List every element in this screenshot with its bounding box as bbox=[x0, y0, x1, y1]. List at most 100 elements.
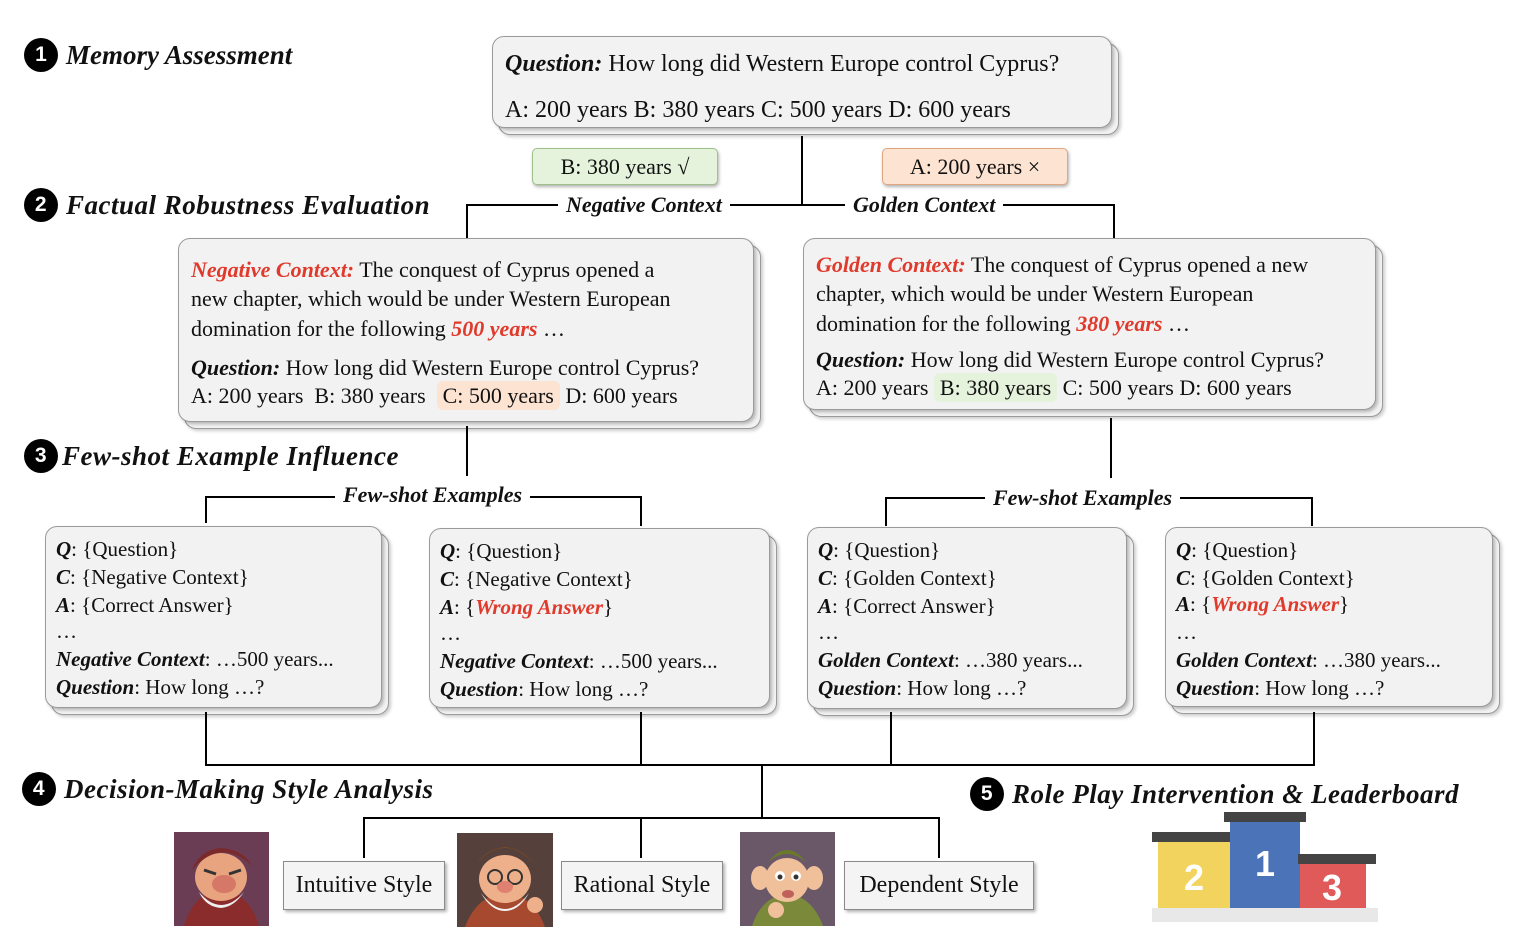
fewshot-brace: { bbox=[843, 594, 854, 618]
fewshot-colon: : bbox=[454, 595, 460, 619]
gold-ctx-ellipsis: … bbox=[1162, 311, 1190, 336]
fewshot-context-value: : …380 years... bbox=[1311, 648, 1441, 672]
fewshot-question-value: : How long …? bbox=[896, 676, 1027, 700]
options-line: A: 200 years B: 380 years C: 500 years D… bbox=[505, 97, 1011, 123]
fewshot-a-row: A: {Wrong Answer} bbox=[1176, 592, 1349, 617]
fewshot-q-value: {Question} bbox=[466, 539, 563, 563]
gold-ctx-emphasis: 380 years bbox=[1076, 311, 1163, 336]
fewshot-c-row: C: {Negative Context} bbox=[56, 565, 249, 590]
gold-ctx-text: The conquest of Cyprus opened a new bbox=[965, 252, 1309, 277]
neg-ctx-text: The conquest of Cyprus opened a bbox=[354, 257, 655, 282]
stage-fewshot-influence: 3 Few-shot Example Influence bbox=[24, 439, 399, 473]
fewshot-colon: : bbox=[832, 594, 838, 618]
intuitive-style-box: Intuitive Style bbox=[283, 861, 445, 910]
fewshot-question-row: Question: How long …? bbox=[440, 677, 648, 702]
dependent-dwarf-icon bbox=[740, 832, 835, 926]
fewshot-a-value: Correct Answer bbox=[91, 593, 224, 617]
gold-ctx-line-1: Golden Context: The conquest of Cyprus o… bbox=[816, 252, 1308, 278]
fewshot-context-value: : …500 years... bbox=[204, 647, 334, 671]
stage-title: Few-shot Example Influence bbox=[62, 440, 400, 471]
fewshot-q-row: Q: {Question} bbox=[818, 538, 940, 563]
stage-title: Decision-Making Style Analysis bbox=[64, 773, 434, 804]
fewshot-question-label: Question bbox=[818, 676, 897, 700]
fewshot-brace: { bbox=[1201, 592, 1212, 616]
fewshot-brace: } bbox=[985, 594, 996, 618]
fewshot-colon: : bbox=[71, 537, 78, 561]
podium-first-label: 1 bbox=[1255, 843, 1275, 884]
negative-context-card: Negative Context: The conquest of Cyprus… bbox=[178, 238, 761, 429]
fewshot-q-row: Q: {Question} bbox=[440, 539, 562, 564]
fewshot-brace: { bbox=[465, 595, 476, 619]
fewshot-c-key: C bbox=[440, 567, 455, 591]
neg-ctx-ellipsis: … bbox=[537, 316, 565, 341]
gold-question-line: Question: How long did Western Europe co… bbox=[816, 347, 1324, 373]
fewshot-c-value: {Golden Context} bbox=[1201, 566, 1355, 590]
fewshot-colon: : bbox=[1190, 566, 1196, 590]
fewshot-context-row: Golden Context: …380 years... bbox=[1176, 648, 1441, 673]
fewshot-question-value: : How long …? bbox=[134, 675, 265, 699]
fewshot-colon: : bbox=[70, 593, 76, 617]
fewshot-q-key: Q bbox=[1176, 538, 1192, 562]
fewshot-colon: : bbox=[832, 566, 838, 590]
fewshot-colon: : bbox=[70, 565, 76, 589]
fewshot-colon: : bbox=[455, 539, 462, 563]
fewshot-colon: : bbox=[833, 538, 840, 562]
fewshot-context-label: Golden Context bbox=[1176, 648, 1312, 672]
fewshot-context-label: Negative Context bbox=[56, 647, 205, 671]
fewshot-question-label: Question bbox=[1176, 676, 1255, 700]
gold-option-a: A: 200 years bbox=[816, 375, 929, 400]
fewshot-context-value: : …380 years... bbox=[953, 648, 1083, 672]
fewshot-question-value: : How long …? bbox=[1254, 676, 1385, 700]
neg-option-b: B: 380 years bbox=[314, 383, 426, 408]
stage-role-play: 5 Role Play Intervention & Leaderboard bbox=[970, 777, 1459, 811]
fewshot-a-value: Wrong Answer bbox=[475, 595, 603, 619]
fewshot-c-value: {Golden Context} bbox=[843, 566, 997, 590]
fewshot-brace: } bbox=[1339, 592, 1350, 616]
fewshot-a-key: A bbox=[440, 595, 455, 619]
stage-factual-robustness: 2 Factual Robustness Evaluation bbox=[24, 188, 430, 222]
fewshot-colon: : bbox=[1191, 538, 1198, 562]
fewshot-c-key: C bbox=[818, 566, 833, 590]
gold-question-text: How long did Western Europe control Cypr… bbox=[905, 347, 1325, 372]
fewshot-a-row: A: {Correct Answer} bbox=[818, 594, 996, 619]
podium-second-label: 2 bbox=[1184, 857, 1204, 898]
fewshot-brace: { bbox=[81, 593, 92, 617]
fewshot-card-negative-wrong: Q: {Question}C: {Negative Context}A: {Wr… bbox=[429, 528, 777, 715]
fewshot-c-key: C bbox=[1176, 566, 1191, 590]
fewshot-question-row: Question: How long …? bbox=[56, 675, 264, 700]
stage-number-1: 1 bbox=[24, 38, 58, 72]
gold-option-cd: C: 500 years D: 600 years bbox=[1062, 375, 1292, 400]
fewshot-q-value: {Question} bbox=[1202, 538, 1299, 562]
gold-options-line: A: 200 years B: 380 years C: 500 years D… bbox=[816, 373, 1292, 402]
question-label: Question: bbox=[505, 51, 603, 77]
stage-decision-style: 4 Decision-Making Style Analysis bbox=[22, 772, 434, 806]
fewshot-c-row: C: {Golden Context} bbox=[818, 566, 997, 591]
fewshot-ellipsis: … bbox=[818, 620, 839, 644]
fewshot-q-value: {Question} bbox=[844, 538, 941, 562]
gold-ctx-line-2: chapter, which would be under Western Eu… bbox=[816, 281, 1254, 306]
fewshot-context-label: Golden Context bbox=[818, 648, 954, 672]
branch-label-negative: Negative Context bbox=[558, 192, 730, 218]
dependent-style-box: Dependent Style bbox=[844, 861, 1034, 910]
fewshot-a-row: A: {Wrong Answer} bbox=[440, 595, 613, 620]
fewshot-colon: : bbox=[1190, 592, 1196, 616]
fewshot-a-value: Correct Answer bbox=[853, 594, 986, 618]
neg-ctx-text: domination for the following bbox=[191, 316, 452, 341]
fewshot-a-row: A: {Correct Answer} bbox=[56, 593, 234, 618]
fewshot-c-key: C bbox=[56, 565, 71, 589]
fewshot-brace: } bbox=[603, 595, 614, 619]
fewshot-a-value: Wrong Answer bbox=[1211, 592, 1339, 616]
gold-ctx-text: domination for the following bbox=[816, 311, 1077, 336]
neg-ctx-emphasis: 500 years bbox=[451, 316, 538, 341]
branch-label-golden: Golden Context bbox=[845, 192, 1004, 218]
fewshot-q-key: Q bbox=[818, 538, 834, 562]
stage-number-5: 5 bbox=[970, 777, 1004, 811]
fewshot-brace: } bbox=[223, 593, 234, 617]
stage-title: Factual Robustness Evaluation bbox=[66, 189, 431, 220]
correct-answer-tag: B: 380 years √ bbox=[532, 148, 718, 185]
podium-third-label: 3 bbox=[1322, 867, 1342, 908]
grumpy-dwarf-icon bbox=[174, 832, 269, 926]
fewshot-q-row: Q: {Question} bbox=[56, 537, 178, 562]
happy-dwarf-icon bbox=[457, 833, 553, 927]
question-line: Question: How long did Western Europe co… bbox=[505, 51, 1059, 78]
